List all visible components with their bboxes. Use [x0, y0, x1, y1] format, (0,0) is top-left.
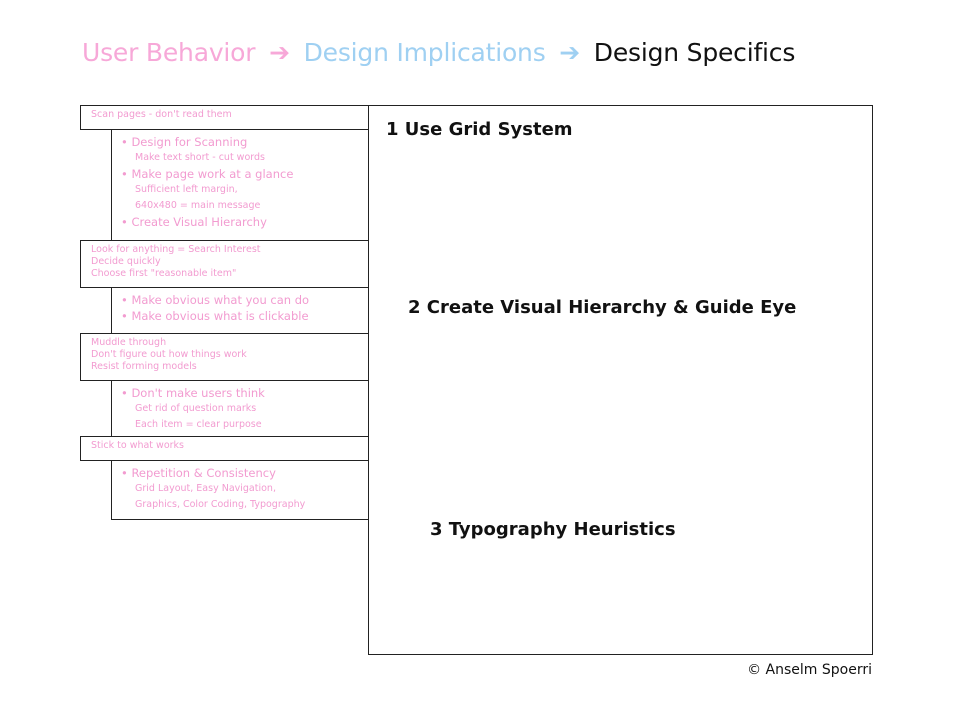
behavior-box-muddle: Muddle through Don't figure out how thin… — [80, 333, 369, 381]
behavior-line: Look for anything = Search Interest — [91, 244, 261, 255]
behavior-line: Decide quickly — [91, 256, 161, 267]
implication-detail: Get rid of question marks — [135, 403, 257, 414]
implication-bullet: • Design for Scanning — [121, 135, 248, 149]
implication-detail: 640x480 = main message — [135, 200, 261, 211]
behavior-line: Stick to what works — [91, 440, 184, 451]
behavior-box-search: Look for anything = Search Interest Deci… — [80, 240, 369, 288]
behavior-box-scan: Scan pages - don't read them — [80, 105, 369, 130]
title-design-implications: Design Implications — [303, 38, 546, 67]
specific-visual-hierarchy: 2 Create Visual Hierarchy & Guide Eye — [408, 297, 797, 318]
specific-grid-system: 1 Use Grid System — [386, 119, 573, 140]
implication-box-scanning: • Design for Scanning Make text short - … — [111, 129, 369, 241]
implication-bullet: • Make page work at a glance — [121, 167, 294, 181]
behavior-line: Choose first "reasonable item" — [91, 268, 237, 279]
implication-detail: Graphics, Color Coding, Typography — [135, 499, 306, 510]
slide-title: User Behavior ➔ Design Implications ➔ De… — [82, 38, 795, 67]
implication-bullet: • Repetition & Consistency — [121, 466, 276, 480]
behavior-line: Don't figure out how things work — [91, 349, 247, 360]
implication-bullet: • Make obvious what you can do — [121, 293, 310, 307]
arrow-right-icon: ➔ — [559, 38, 581, 67]
arrow-right-icon: ➔ — [269, 38, 290, 67]
design-specifics-panel — [368, 105, 873, 655]
implication-box-obvious: • Make obvious what you can do • Make ob… — [111, 287, 369, 334]
specific-typography: 3 Typography Heuristics — [430, 519, 676, 540]
implication-box-think: • Don't make users think Get rid of ques… — [111, 380, 369, 437]
copyright: © Anselm Spoerri — [747, 662, 872, 678]
implication-detail: Sufficient left margin, — [135, 184, 238, 195]
title-user-behavior: User Behavior — [82, 38, 256, 67]
behavior-line: Resist forming models — [91, 361, 197, 372]
behavior-box-stick: Stick to what works — [80, 436, 369, 461]
implication-bullet: • Create Visual Hierarchy — [121, 215, 267, 229]
title-design-specifics: Design Specifics — [593, 38, 796, 67]
implication-box-consistency: • Repetition & Consistency Grid Layout, … — [111, 460, 369, 520]
implication-detail: Make text short - cut words — [135, 152, 265, 163]
implication-detail: Each item = clear purpose — [135, 419, 262, 430]
implication-bullet: • Don't make users think — [121, 386, 265, 400]
implication-detail: Grid Layout, Easy Navigation, — [135, 483, 276, 494]
behavior-line: Muddle through — [91, 337, 167, 348]
behavior-line: Scan pages - don't read them — [91, 109, 232, 120]
implication-bullet: • Make obvious what is clickable — [121, 309, 309, 323]
